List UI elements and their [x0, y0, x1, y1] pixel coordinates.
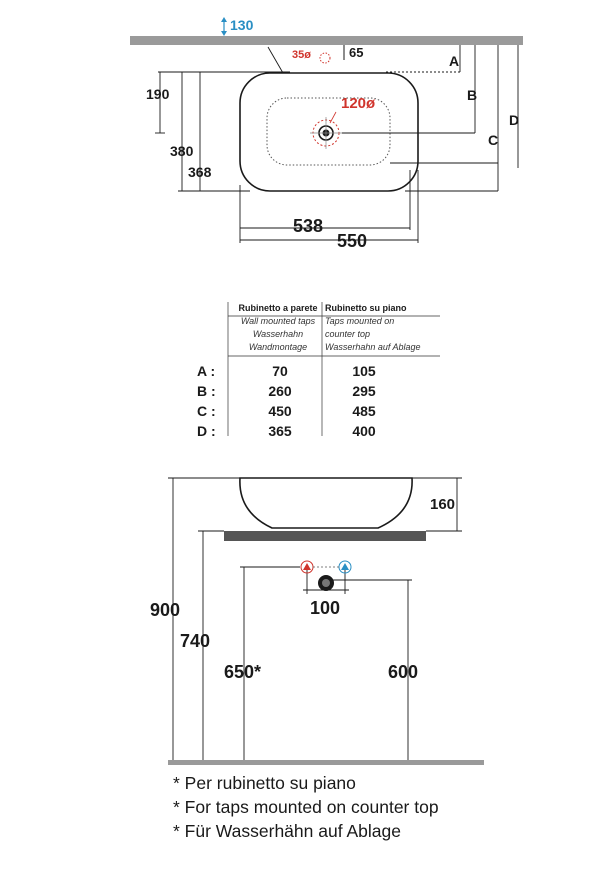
footnote-de: * Für Wasserhähn auf Ablage [173, 821, 401, 841]
dim-35: 35ø [292, 49, 311, 61]
dim-190: 190 [146, 86, 170, 102]
top-view: 130 120ø 35ø 65 190 [130, 17, 523, 251]
footnotes: * Per rubinetto su piano * For taps moun… [173, 771, 439, 843]
label-b: B [467, 87, 477, 103]
dim-160: 160 [430, 496, 455, 513]
basin-bowl [266, 97, 391, 166]
counter-top [224, 531, 426, 541]
label-d: D [509, 112, 519, 128]
dim-900: 900 [150, 600, 180, 620]
tap-hole-icon [319, 52, 331, 64]
basin-side [239, 477, 413, 529]
footnote-it: * Per rubinetto su piano [173, 773, 356, 793]
footnote-en: * For taps mounted on counter top [173, 797, 439, 817]
dim-100: 100 [310, 598, 340, 618]
column-counter-taps: Rubinetto su piano Taps mounted on count… [325, 303, 421, 352]
table-lines [227, 302, 440, 436]
drain-icon [310, 117, 342, 149]
label-a: A [449, 53, 459, 69]
arrow-130-icon [221, 17, 227, 36]
dim-368: 368 [188, 164, 212, 180]
drain-side-icon [318, 575, 334, 591]
dim-550: 550 [337, 231, 367, 251]
dim-130: 130 [230, 17, 254, 33]
column-wall-taps: Rubinetto a parete Wall mounted taps Was… [238, 303, 318, 352]
dim-650: 650* [224, 662, 261, 682]
dim-600: 600 [388, 662, 418, 682]
side-view: 160 100 900 740 650* 600 [150, 477, 484, 765]
label-c: C [488, 132, 498, 148]
dim-120: 120ø [341, 95, 376, 112]
dim-65: 65 [349, 45, 363, 60]
dim-740: 740 [180, 631, 210, 651]
dim-538: 538 [293, 216, 323, 236]
wall-bar [130, 36, 523, 45]
basin-outline [239, 72, 419, 192]
floor-bar [168, 760, 484, 765]
dim-380: 380 [170, 143, 194, 159]
